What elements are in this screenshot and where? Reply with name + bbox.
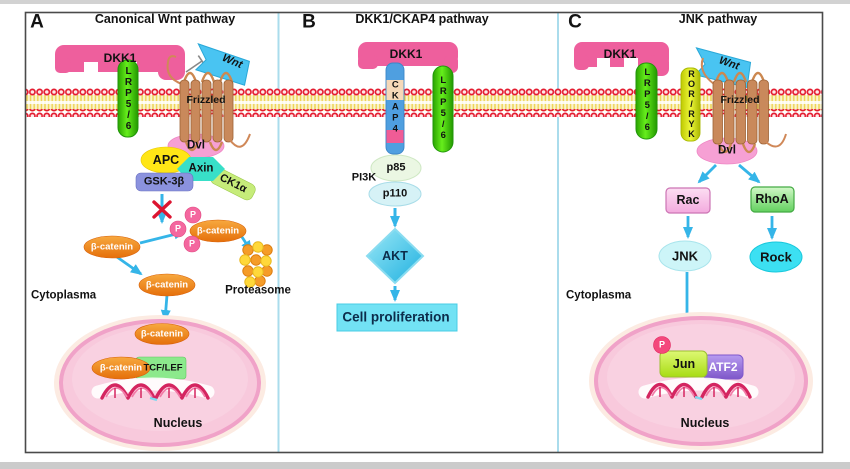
gsk3b-protein bbox=[135, 172, 194, 192]
atf2-box bbox=[702, 354, 744, 380]
ror-ryk-receptor bbox=[680, 67, 701, 142]
panel-b-dkk1-ckap4 bbox=[336, 42, 458, 332]
plasma-membrane bbox=[26, 88, 822, 117]
proteasome-shape bbox=[239, 241, 273, 288]
cell-proliferation-box bbox=[336, 303, 458, 332]
panel-a-canonical-wnt bbox=[54, 43, 273, 451]
rhoa-box bbox=[750, 186, 795, 213]
rac-box bbox=[665, 187, 711, 214]
dna-helix-c bbox=[638, 377, 759, 401]
phospho-jun bbox=[653, 336, 671, 354]
p85-subunit bbox=[370, 154, 422, 182]
panel-c-jnk bbox=[574, 42, 813, 450]
beta-catenin-cytoplasm bbox=[138, 273, 196, 297]
wnt-ligand-a bbox=[194, 43, 250, 86]
lrp56-receptor-b bbox=[432, 65, 454, 153]
page-edge-bottom bbox=[0, 462, 850, 469]
frizzled-receptor-a bbox=[166, 55, 251, 152]
inhibition-x-icon bbox=[152, 200, 172, 219]
dna-helix-a bbox=[91, 377, 215, 402]
dkk1-protein-c bbox=[574, 42, 669, 76]
beta-catenin-free bbox=[83, 235, 141, 259]
beta-catenin-tcf bbox=[91, 356, 151, 380]
frizzled-receptor-c bbox=[700, 57, 787, 154]
phospho-group bbox=[169, 206, 202, 253]
lrp56-receptor-c bbox=[635, 62, 658, 140]
figure-border bbox=[24, 11, 824, 454]
jnk-shape bbox=[658, 240, 712, 272]
lrp56-receptor-a bbox=[117, 59, 139, 138]
rock-shape bbox=[749, 241, 803, 273]
p110-subunit bbox=[368, 181, 422, 207]
page-edge-top bbox=[0, 0, 850, 4]
beta-catenin-phospho bbox=[189, 219, 247, 243]
beta-catenin-nucleus bbox=[134, 323, 190, 345]
jun-box bbox=[659, 350, 708, 378]
ckap4-receptor bbox=[385, 62, 405, 155]
akt-diamond bbox=[365, 227, 425, 285]
